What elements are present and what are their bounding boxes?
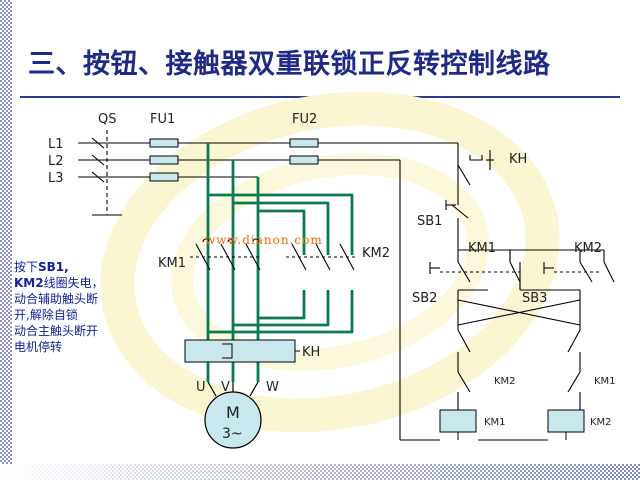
kh-thermal-relay: [184, 339, 300, 363]
slide-title: 三、按钮、接触器双重联锁正反转控制线路: [28, 49, 551, 80]
watermark: www.dianon.com: [205, 233, 323, 247]
main-contacts: [190, 238, 358, 271]
side-pattern-band: [0, 0, 12, 480]
motor-phase-label: 3~: [222, 426, 243, 442]
l2-label: L2: [48, 154, 64, 169]
start-buttons: [429, 261, 600, 283]
km1-main-label: KM1: [158, 256, 186, 271]
control-circuit: [399, 143, 581, 441]
motor: [204, 381, 262, 449]
km2-coil-label: KM2: [590, 417, 612, 428]
background-swoosh: [100, 91, 560, 433]
fu2-fuses: [289, 138, 319, 165]
qs-label: QS: [98, 112, 116, 127]
fu1-label: FU1: [150, 112, 175, 127]
km2-interlock-label: KM2: [494, 376, 516, 387]
bottom-pattern-band: [0, 464, 640, 480]
kh-contact-label: KH: [302, 345, 320, 360]
sb3-label: SB3: [522, 291, 547, 306]
kh-nc-contact: [457, 150, 494, 186]
note-line-6: 电机停转: [14, 340, 63, 354]
km1-aux-label: KM1: [468, 241, 496, 256]
qs-isolator: [91, 130, 122, 216]
km2-main-label: KM2: [362, 246, 390, 261]
sb1-stop-button: [445, 200, 469, 222]
note-line-3: 动合辅助触头断: [14, 292, 99, 306]
l1-label: L1: [48, 137, 64, 152]
fu2-label: FU2: [292, 112, 317, 127]
explanation-note: 按下SB1, KM2线圈失电， 动合辅助触头断 开,解除自锁 动合主触头断开 电…: [14, 259, 140, 355]
sb2-label: SB2: [412, 291, 437, 306]
km1-interlock-label: KM1: [594, 376, 616, 387]
kh-relay-label: KH: [509, 152, 527, 167]
coils: [439, 409, 585, 440]
fu1-fuses: [149, 138, 179, 182]
w-label: W: [266, 380, 279, 395]
interlock-contacts: [457, 329, 581, 393]
l3-label: L3: [48, 171, 64, 186]
km1-coil-label: KM1: [484, 417, 506, 428]
note-line-2: KM2线圈失电，: [14, 276, 104, 290]
km2-aux-label: KM2: [574, 241, 602, 256]
note-line-4: 开,解除自锁: [14, 308, 78, 322]
sb1-label: SB1: [417, 214, 442, 229]
main-circuit: [206, 143, 354, 382]
motor-m-label: M: [226, 403, 240, 422]
u-label: U: [196, 380, 206, 395]
v-label: V: [221, 380, 230, 395]
note-line-1: 按下SB1,: [14, 260, 69, 274]
note-line-5: 动合主触头断开: [14, 324, 99, 338]
